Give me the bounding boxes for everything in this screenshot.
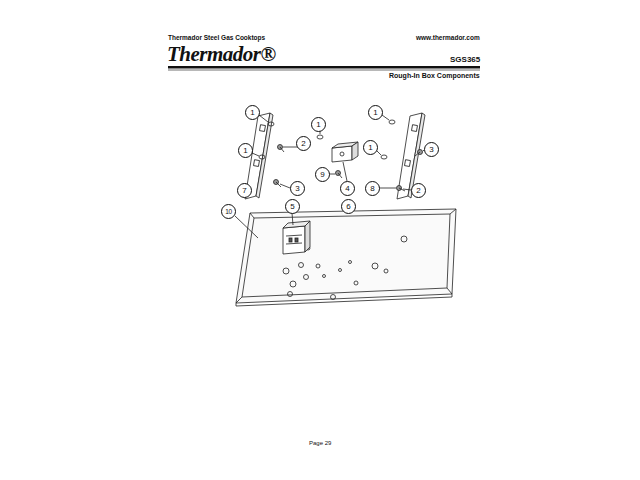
callout-number: 9 [315, 167, 330, 182]
website: www.thermador.com [416, 34, 480, 41]
brand-logo: Thermador® [167, 42, 276, 67]
header-text: Thermador Steel Gas Cooktops [168, 34, 265, 41]
callout-number: 1 [311, 117, 326, 132]
callout-number: 5 [285, 199, 300, 214]
callout-number: 1 [363, 140, 378, 155]
callout-number: 2 [411, 183, 426, 198]
callout-number: 7 [237, 183, 252, 198]
callout-number: 4 [340, 181, 355, 196]
page-number: Page 29 [309, 440, 331, 446]
section-title: Rough-In Box Components [389, 72, 480, 79]
callout-number: 6 [341, 199, 356, 214]
callout-number: 1 [245, 105, 260, 120]
callout-number: 1 [238, 143, 253, 158]
model-number: SGS365 [450, 55, 480, 64]
callout-number: 10 [221, 204, 236, 219]
callout-number: 2 [296, 136, 311, 151]
callout-number: 3 [424, 142, 439, 157]
callout-number: 8 [365, 181, 380, 196]
callout-number: 1 [368, 105, 383, 120]
callout-number: 3 [290, 181, 305, 196]
